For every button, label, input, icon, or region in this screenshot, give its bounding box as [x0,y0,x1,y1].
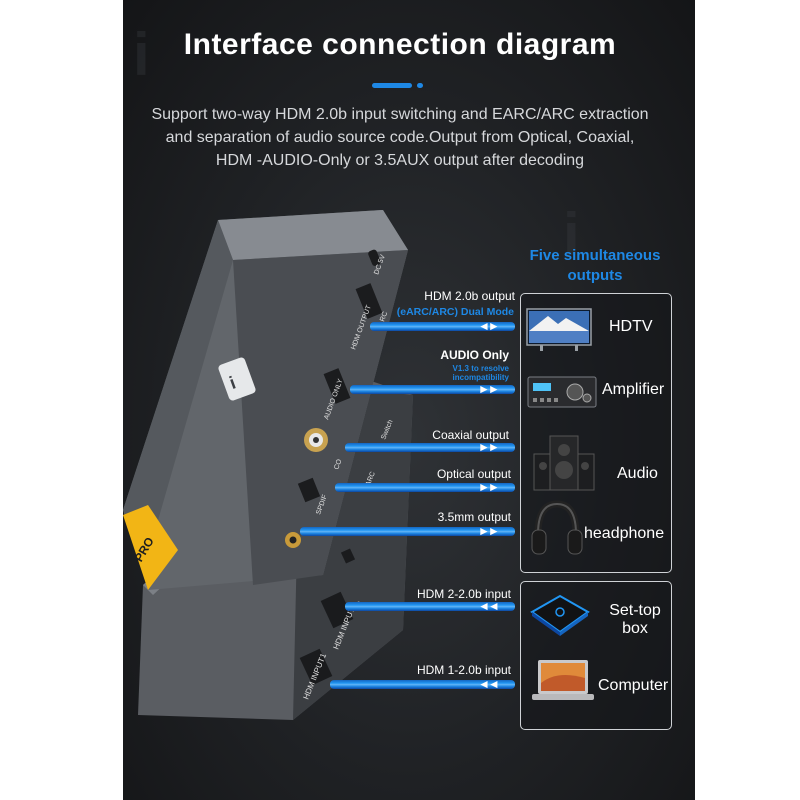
label-coaxial-output: Coaxial output [432,428,509,442]
arrow-bidirectional: ◄► [478,319,500,333]
cable-hdmi-input2 [345,602,515,611]
input-set-top-box: Set-top box [609,602,661,637]
arrow-left: ◄◄ [478,599,500,613]
arrow-right: ►► [478,382,500,396]
description-line: HDM -AUDIO-Only or 3.5AUX output after d… [215,152,585,169]
output-hdtv: HDTV [609,318,653,335]
cable-hdmi-output [370,322,515,331]
page-title: Interface connection diagram [183,28,617,61]
label-hdmi-input1: HDM 1-2.0b input [416,663,511,677]
cable-optical [335,483,515,492]
outputs-heading: Five simultaneous outputs [520,246,670,286]
title-underline-dot [417,83,423,88]
output-audio: Audio [617,465,658,482]
cable-coaxial [345,443,515,452]
description: Support two-way HDM 2.0b input switching… [0,103,800,172]
watermark-logo: i [563,201,580,268]
watermark-logo: i [133,21,150,88]
set-top-box-icon [530,594,590,636]
cable-3-5mm [300,527,515,536]
label-hdmi-output-mode: (eARC/ARC) Dual Mode [396,306,514,318]
brand-logo: i [227,373,239,394]
arrow-left: ◄◄ [478,677,500,691]
label-audio-only-note: V1.3 to resolve incompatibility [452,364,509,382]
tv-icon [526,308,592,351]
output-headphone: headphone [584,525,665,542]
device-front-unit: i PRO DC 5V HDM OUTPUT eARC AUDIO ONLY C… [123,210,408,590]
label-audio-only: AUDIO Only [440,348,509,362]
label-hdmi-output: HDM 2.0b output [424,289,515,303]
arrow-right: ►► [478,480,500,494]
input-computer: Computer [598,677,669,694]
laptop-icon [532,660,594,700]
cable-audio-only [350,385,515,394]
label-optical-output: Optical output [436,467,511,481]
headphone-icon [531,500,583,555]
title-underline [372,83,412,88]
arrow-right: ►► [478,524,500,538]
amplifier-icon [527,376,597,408]
coaxial-port-label: CO [333,458,343,471]
speaker-icon [533,435,595,491]
output-amplifier: Amplifier [602,381,665,398]
label-hdmi-input2: HDM 2-2.0b input [416,587,511,601]
description-line: Support two-way HDM 2.0b input switching… [151,106,649,123]
label-3-5mm-output: 3.5mm output [437,510,511,524]
cable-hdmi-input1 [330,680,515,689]
arrow-right: ►► [478,440,500,454]
description-line: and separation of audio source code.Outp… [165,129,635,146]
outputs-heading-line: Five simultaneous [529,247,661,264]
outputs-heading-line: outputs [567,267,623,284]
